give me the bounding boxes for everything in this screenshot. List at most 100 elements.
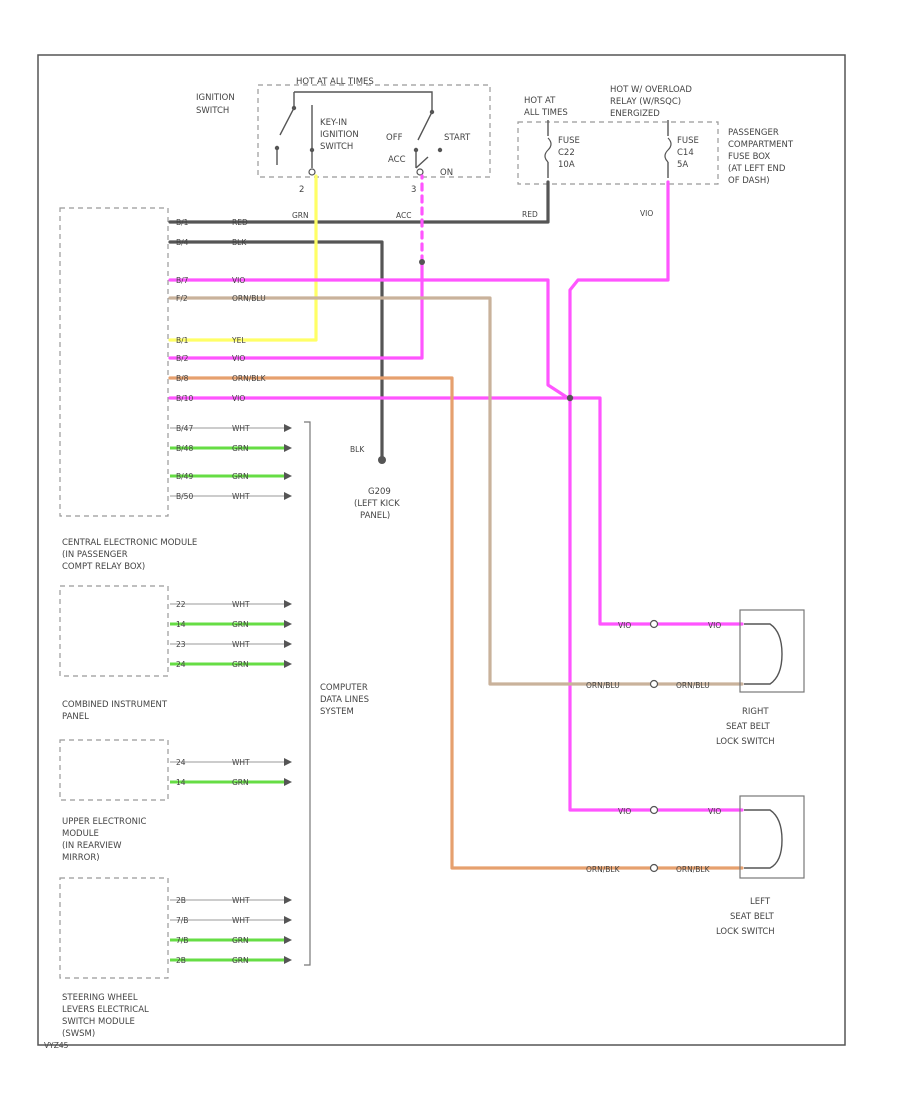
right-switch-name: RIGHT	[742, 707, 769, 717]
ignition-switch-label: IGNITION	[196, 93, 235, 103]
svg-text:RELAY (W/RSQC): RELAY (W/RSQC)	[610, 97, 681, 107]
svg-text:MODULE: MODULE	[62, 829, 99, 839]
wire-vio-fuse	[568, 180, 670, 400]
svg-text:VIO: VIO	[708, 621, 721, 630]
data-line-color-label: WHT	[232, 492, 250, 501]
svg-text:SWITCH: SWITCH	[320, 142, 353, 152]
data-line-color-label: WHT	[232, 896, 250, 905]
data-line-arrow-icon	[284, 896, 292, 904]
data-line-pin-label: 14	[176, 778, 186, 787]
svg-text:FUSE BOX: FUSE BOX	[728, 152, 770, 162]
data-line-color-label: GRN	[232, 936, 249, 945]
svg-text:YEL: YEL	[231, 336, 246, 345]
fuse-c22-label: FUSE	[558, 136, 580, 146]
data-line-pin-label: B/50	[176, 492, 193, 501]
data-line-arrow-icon	[284, 424, 292, 432]
svg-text:ENERGIZED: ENERGIZED	[610, 109, 660, 119]
svg-text:G209: G209	[368, 487, 391, 497]
svg-text:LEVERS ELECTRICAL: LEVERS ELECTRICAL	[62, 1005, 149, 1015]
data-line-pin-label: 7/B	[176, 936, 188, 945]
hot-overload-label: HOT W/ OVERLOAD	[610, 85, 692, 95]
svg-text:(LEFT KICK: (LEFT KICK	[354, 499, 400, 509]
data-line-pin-label: 2B	[176, 896, 186, 905]
svg-text:SEAT BELT: SEAT BELT	[726, 722, 771, 732]
svg-text:LOCK SWITCH: LOCK SWITCH	[716, 927, 775, 937]
hot-all-times-top-label: HOT AT ALL TIMES	[296, 77, 374, 87]
start-label: START	[444, 133, 471, 143]
red-top-label: RED	[522, 210, 538, 219]
data-line-pin-label: 24	[176, 758, 186, 767]
svg-text:ORN/BLK: ORN/BLK	[232, 374, 267, 383]
wire-orn-blk	[168, 376, 744, 870]
on-label: ON	[440, 168, 453, 178]
svg-text:IGNITION: IGNITION	[320, 130, 359, 140]
vio-fuse-label: VIO	[640, 209, 653, 218]
svg-text:C14: C14	[677, 148, 694, 158]
data-line-color-label: WHT	[232, 758, 250, 767]
wire-red	[168, 180, 550, 224]
data-line-color-label: GRN	[232, 956, 249, 965]
pin-3-label: 3	[411, 185, 416, 195]
data-line-color-label: GRN	[232, 444, 249, 453]
data-line-color-label: WHT	[232, 600, 250, 609]
swm-name-label: STEERING WHEEL	[62, 993, 138, 1003]
data-line-arrow-icon	[284, 936, 292, 944]
data-line-pin-label: B/49	[176, 472, 193, 481]
data-line-arrow-icon	[284, 492, 292, 500]
data-line-pin-label: 7/B	[176, 916, 188, 925]
svg-text:(IN PASSENGER: (IN PASSENGER	[62, 550, 128, 560]
switch-connectors: VIO VIO ORN/BLU ORN/BLU VIO VIO ORN/BLK …	[586, 619, 721, 874]
svg-text:(AT LEFT END: (AT LEFT END	[728, 164, 786, 174]
data-line-arrow-icon	[284, 660, 292, 668]
svg-text:MIRROR): MIRROR)	[62, 853, 100, 863]
svg-text:SYSTEM: SYSTEM	[320, 707, 354, 717]
central-electronic-module	[59, 207, 169, 517]
data-line-pin-label: B/48	[176, 444, 193, 453]
data-line-pin-label: 14	[176, 620, 186, 629]
off-label: OFF	[386, 133, 403, 143]
data-line-color-label: GRN	[232, 660, 249, 669]
svg-text:SWITCH: SWITCH	[196, 106, 229, 116]
svg-text:(IN REARVIEW: (IN REARVIEW	[62, 841, 122, 851]
svg-text:ORN/BLK: ORN/BLK	[676, 865, 711, 874]
svg-text:ORN/BLK: ORN/BLK	[586, 865, 621, 874]
data-line-arrow-icon	[284, 956, 292, 964]
svg-text:VIO: VIO	[708, 807, 721, 816]
svg-text:PANEL: PANEL	[62, 712, 89, 722]
data-line-color-label: GRN	[232, 472, 249, 481]
svg-text:B/4: B/4	[176, 238, 189, 247]
steering-wheel-module	[59, 877, 169, 979]
svg-text:COMPT RELAY BOX): COMPT RELAY BOX)	[62, 562, 145, 572]
wire-vio-b10	[168, 396, 744, 626]
diagram-border	[37, 54, 846, 1046]
svg-text:VIO: VIO	[232, 354, 245, 363]
data-line-pin-label: B/47	[176, 424, 193, 433]
svg-text:VIO: VIO	[618, 807, 631, 816]
svg-text:ALL TIMES: ALL TIMES	[524, 108, 568, 118]
svg-text:LOCK SWITCH: LOCK SWITCH	[716, 737, 775, 747]
ground-g209: BLK G209 (LEFT KICK PANEL)	[350, 445, 400, 521]
uem-name-label: UPPER ELECTRONIC	[62, 817, 147, 827]
wire-yel	[168, 174, 318, 342]
vio-top-label: ACC	[396, 211, 411, 220]
key-in-switch-label: KEY-IN	[320, 118, 347, 128]
data-line-arrow-icon	[284, 640, 292, 648]
svg-text:ORN/BLU: ORN/BLU	[676, 681, 710, 690]
svg-text:B/1: B/1	[176, 336, 189, 345]
footer-id: VYZ45	[44, 1041, 69, 1050]
left-switch-name: LEFT	[750, 897, 771, 907]
data-line-color-label: WHT	[232, 916, 250, 925]
cem-name-label: CENTRAL ELECTRONIC MODULE	[62, 538, 197, 548]
hot-at-all-times-label: HOT AT	[524, 96, 556, 106]
data-line-arrow-icon	[284, 472, 292, 480]
svg-text:RED: RED	[232, 218, 248, 227]
upper-electronic-module	[59, 739, 169, 801]
right-seat-belt-switch: RIGHT SEAT BELT LOCK SWITCH	[716, 609, 805, 747]
data-line-color-label: GRN	[232, 778, 249, 787]
passenger-fuse-box: HOT AT ALL TIMES HOT W/ OVERLOAD RELAY (…	[517, 85, 794, 186]
fuse-c14-label: FUSE	[677, 136, 699, 146]
splice-ignition	[419, 259, 425, 265]
